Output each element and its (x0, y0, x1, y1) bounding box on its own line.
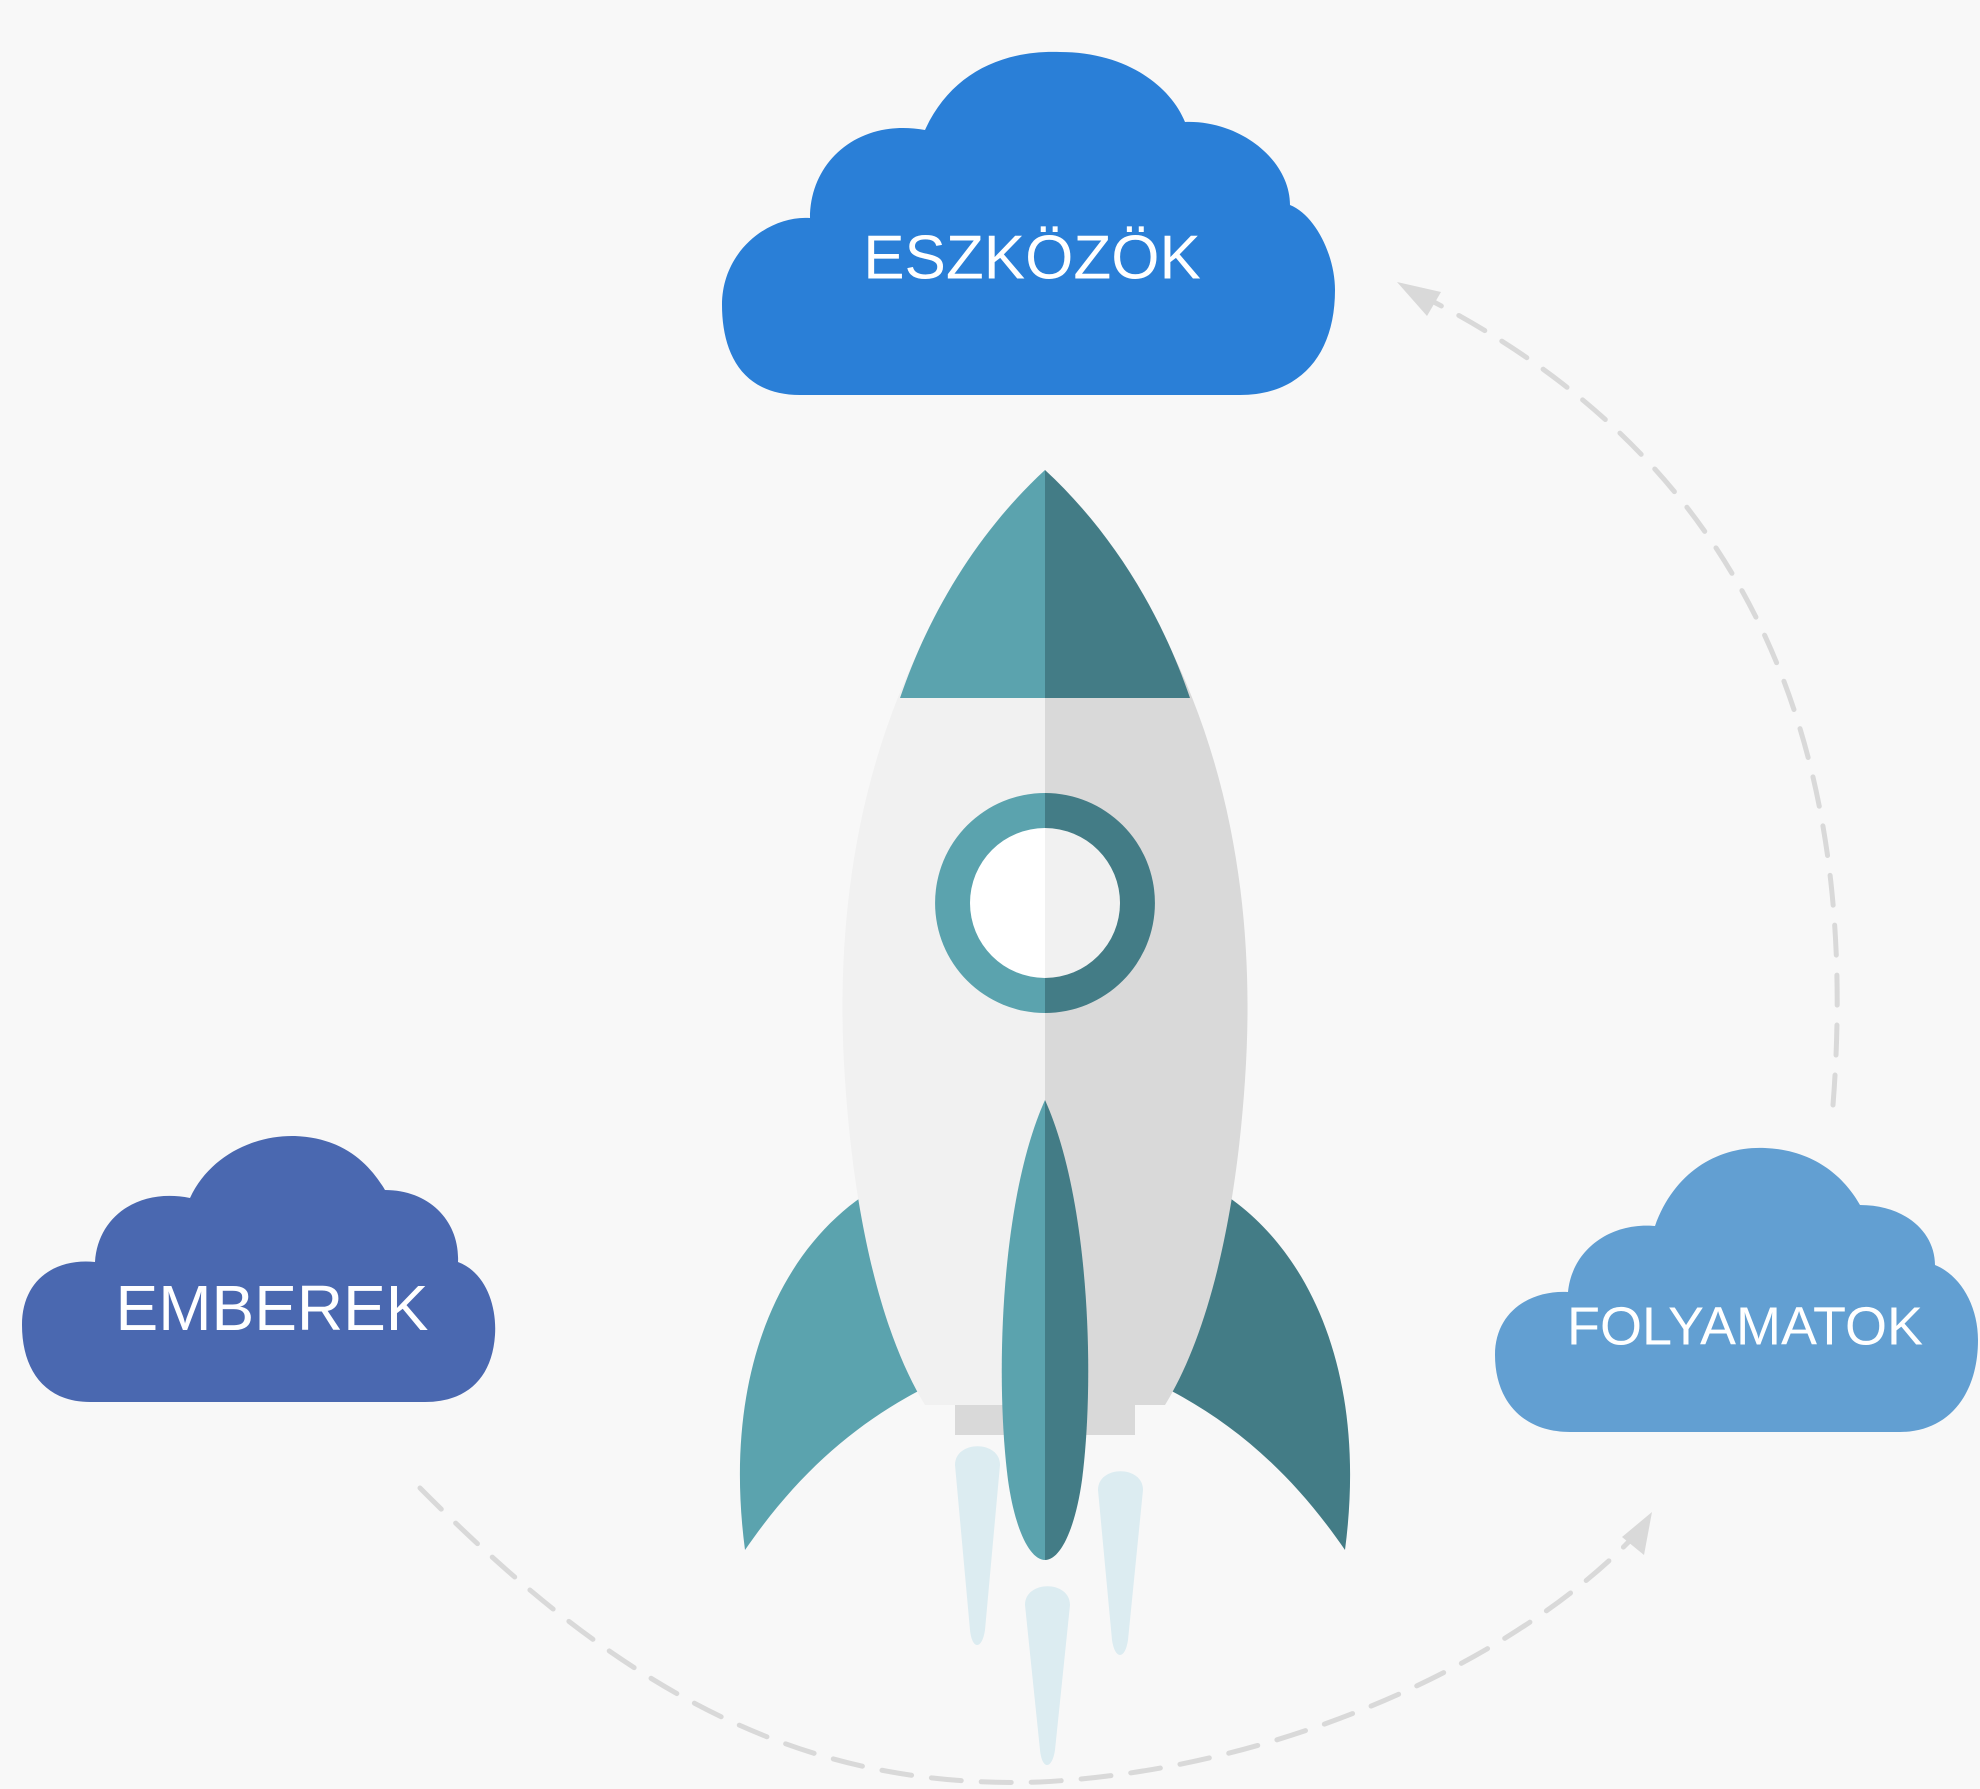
nose-cone-right (1045, 470, 1190, 698)
center-fin-right (1045, 1100, 1089, 1560)
cloud-people-shape (22, 1135, 496, 1402)
cloud-processes-label: FOLYAMATOK (1567, 1296, 1923, 1356)
arrow-head-to-tools (1397, 282, 1441, 316)
arrow-people-to-processes (417, 1485, 1643, 1785)
cloud-people: EMBEREK (22, 1135, 496, 1402)
nose-cone-left (900, 470, 1045, 698)
cloud-people-label: EMBEREK (116, 1272, 429, 1344)
center-fin-left (1001, 1100, 1045, 1560)
cloud-tools-label: ESZKÖZÖK (863, 223, 1201, 292)
cloud-processes: FOLYAMATOK (1495, 1147, 1978, 1432)
arrow-head-to-processes (1622, 1512, 1652, 1555)
cloud-tools: ESZKÖZÖK (722, 51, 1335, 396)
window-glass-left (970, 828, 1045, 978)
flame-left (955, 1446, 1000, 1645)
flame-center (1025, 1586, 1070, 1765)
cloud-processes-shape (1495, 1147, 1978, 1432)
window-glass-right (1045, 828, 1120, 978)
rocket-illustration (739, 470, 1351, 1765)
arrow-processes-to-tools (1427, 297, 1840, 1108)
cloud-tools-shape (722, 51, 1335, 396)
flame-right (1098, 1471, 1143, 1655)
